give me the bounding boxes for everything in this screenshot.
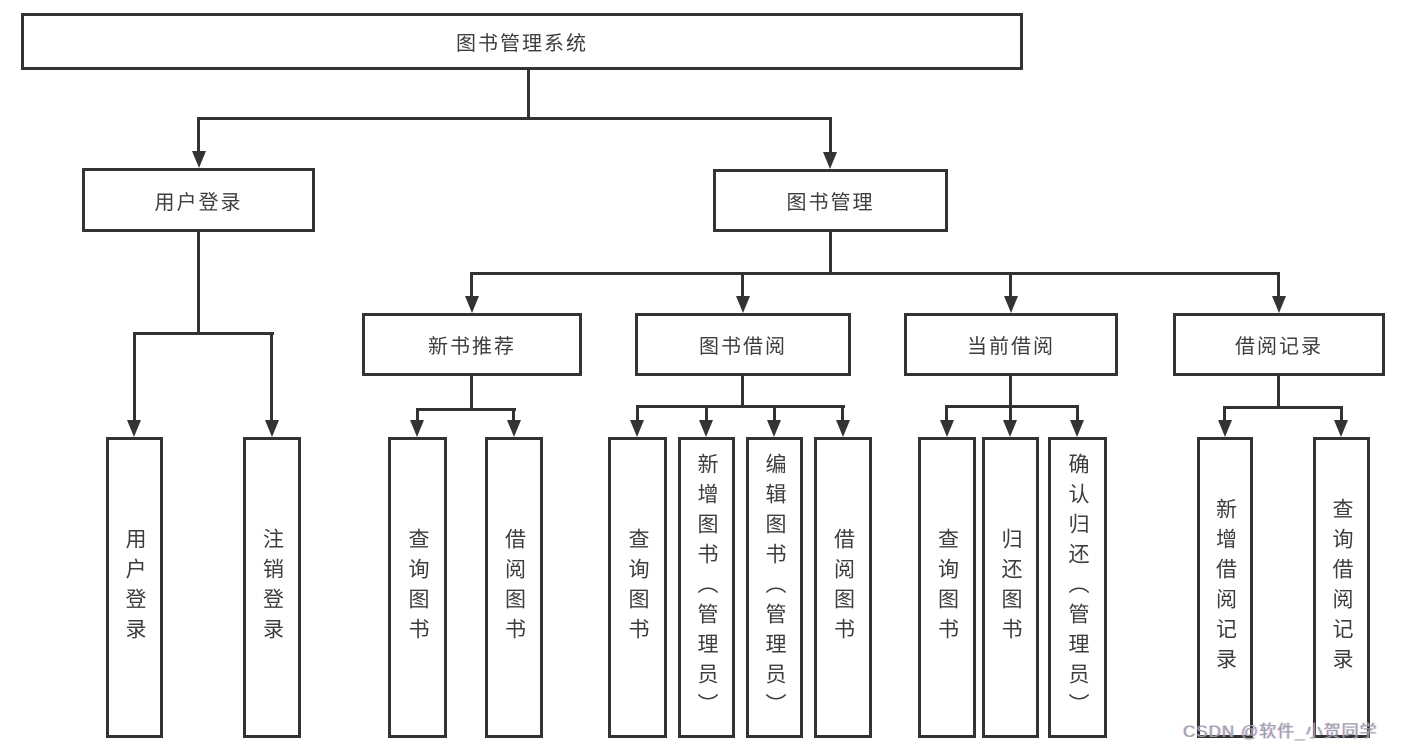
arrowhead-down-icon bbox=[465, 296, 479, 313]
connector-vline bbox=[1340, 406, 1343, 422]
arrowhead-down-icon bbox=[1003, 420, 1017, 437]
connector-vline bbox=[197, 232, 200, 335]
csdn-watermark: CSDN @软件_小贺同学 bbox=[1183, 722, 1378, 741]
node-label: 借阅记录 bbox=[1235, 336, 1323, 358]
leaf-edit-books-admin: 编辑图书（管理员） bbox=[746, 437, 803, 738]
connector-vline bbox=[741, 376, 744, 408]
node-label: 图书借阅 bbox=[699, 336, 787, 358]
leaf-label: 用户登录 bbox=[123, 527, 147, 648]
connector-vline bbox=[1277, 272, 1280, 298]
connector-hline bbox=[945, 405, 1079, 408]
arrowhead-down-icon bbox=[1004, 296, 1018, 313]
node-label: 图书管理 bbox=[786, 192, 875, 214]
connector-vline bbox=[1277, 376, 1280, 409]
leaf-label: 查询图书 bbox=[626, 527, 650, 648]
arrowhead-down-icon bbox=[192, 151, 206, 168]
arrowhead-down-icon bbox=[736, 296, 750, 313]
connector-vline bbox=[636, 405, 639, 422]
connector-vline bbox=[416, 408, 419, 422]
connector-vline bbox=[945, 405, 948, 422]
connector-vline bbox=[1223, 406, 1226, 422]
arrowhead-down-icon bbox=[1272, 296, 1286, 313]
leaf-label: 归还图书 bbox=[999, 527, 1023, 648]
arrowhead-down-icon bbox=[410, 420, 424, 437]
leaf-label: 确认归还（管理员） bbox=[1066, 452, 1090, 723]
node-borrowing-records: 借阅记录 bbox=[1173, 313, 1385, 376]
connector-vline bbox=[841, 405, 844, 422]
arrowhead-down-icon bbox=[1218, 420, 1232, 437]
node-book-management: 图书管理 bbox=[713, 169, 948, 232]
node-root: 图书管理系统 bbox=[21, 13, 1023, 70]
connector-vline bbox=[470, 272, 473, 298]
connector-vline bbox=[1009, 272, 1012, 298]
leaf-confirm-return-admin: 确认归还（管理员） bbox=[1048, 437, 1107, 738]
leaf-add-books-admin: 新增图书（管理员） bbox=[678, 437, 735, 738]
connector-hline bbox=[197, 117, 831, 120]
leaf-label: 查询借阅记录 bbox=[1330, 497, 1354, 678]
leaf-label: 借阅图书 bbox=[502, 527, 526, 648]
arrowhead-down-icon bbox=[767, 420, 781, 437]
arrowhead-down-icon bbox=[630, 420, 644, 437]
connector-vline bbox=[1009, 376, 1012, 408]
arrowhead-down-icon bbox=[940, 420, 954, 437]
arrowhead-down-icon bbox=[823, 152, 837, 169]
leaf-label: 新增借阅记录 bbox=[1213, 497, 1237, 678]
leaf-label: 注销登录 bbox=[260, 527, 284, 648]
node-user-login-branch: 用户登录 bbox=[82, 168, 315, 232]
leaf-query-books-borrowing: 查询图书 bbox=[608, 437, 667, 738]
leaf-return-books: 归还图书 bbox=[982, 437, 1039, 738]
connector-vline bbox=[1076, 405, 1079, 422]
connector-vline bbox=[512, 408, 515, 422]
arrowhead-down-icon bbox=[836, 420, 850, 437]
connector-hline bbox=[1223, 406, 1343, 409]
leaf-query-books-current: 查询图书 bbox=[918, 437, 976, 738]
leaf-label: 查询图书 bbox=[935, 527, 959, 648]
arrowhead-down-icon bbox=[507, 420, 521, 437]
connector-vline bbox=[773, 405, 776, 422]
connector-hline bbox=[471, 272, 1280, 275]
leaf-borrow-books: 借阅图书 bbox=[814, 437, 872, 738]
connector-vline bbox=[470, 376, 473, 410]
node-book-borrowing: 图书借阅 bbox=[635, 313, 851, 376]
node-label: 用户登录 bbox=[154, 191, 243, 214]
connector-vline bbox=[741, 272, 744, 298]
leaf-label: 编辑图书（管理员） bbox=[763, 452, 787, 723]
connector-hline bbox=[636, 405, 845, 408]
leaf-label: 新增图书（管理员） bbox=[695, 452, 719, 723]
connector-vline bbox=[270, 332, 273, 422]
leaf-query-borrow-record: 查询借阅记录 bbox=[1313, 437, 1370, 738]
arrowhead-down-icon bbox=[1070, 420, 1084, 437]
connector-vline bbox=[527, 70, 530, 119]
node-label: 当前借阅 bbox=[967, 336, 1055, 358]
arrowhead-down-icon bbox=[699, 420, 713, 437]
arrowhead-down-icon bbox=[1334, 420, 1348, 437]
connector-vline bbox=[1009, 405, 1012, 422]
connector-vline bbox=[829, 232, 832, 275]
node-new-book-recommend: 新书推荐 bbox=[362, 313, 582, 376]
node-label: 新书推荐 bbox=[428, 336, 516, 358]
leaf-logout: 注销登录 bbox=[243, 437, 301, 738]
leaf-borrow-books-recommend: 借阅图书 bbox=[485, 437, 543, 738]
leaf-user-login: 用户登录 bbox=[106, 437, 163, 738]
connector-vline bbox=[705, 405, 708, 422]
leaf-label: 查询图书 bbox=[406, 527, 430, 648]
node-current-borrowing: 当前借阅 bbox=[904, 313, 1118, 376]
connector-vline bbox=[197, 117, 200, 154]
leaf-add-borrow-record: 新增借阅记录 bbox=[1197, 437, 1253, 738]
leaf-query-books-recommend: 查询图书 bbox=[388, 437, 447, 738]
connector-vline bbox=[829, 117, 832, 154]
node-root-label: 图书管理系统 bbox=[456, 33, 588, 55]
leaf-label: 借阅图书 bbox=[831, 527, 855, 648]
connector-hline bbox=[416, 408, 516, 411]
connector-hline bbox=[133, 332, 274, 335]
arrowhead-down-icon bbox=[265, 420, 279, 437]
connector-vline bbox=[133, 332, 136, 422]
arrowhead-down-icon bbox=[127, 420, 141, 437]
